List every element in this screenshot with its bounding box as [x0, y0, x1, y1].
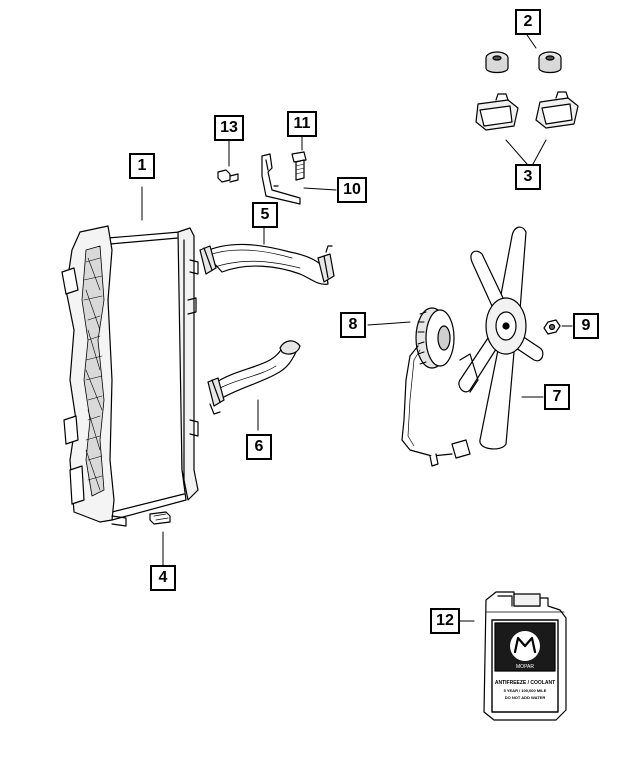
callout-10[interactable]: 10	[337, 177, 367, 203]
coolant-jug[interactable]	[483, 591, 567, 721]
jug-line-3: DO NOT ADD WATER	[505, 695, 546, 700]
callout-5[interactable]: 5	[252, 202, 278, 228]
callout-11[interactable]: 11	[287, 111, 317, 137]
callout-4[interactable]: 4	[150, 565, 176, 591]
radiator[interactable]	[61, 225, 199, 527]
isolator-right[interactable]	[538, 51, 562, 74]
jug-brand: MOPAR	[516, 664, 534, 670]
callout-3[interactable]: 3	[515, 164, 541, 190]
jug-line-2: 5 YEAR / 100,000 MILE	[504, 688, 547, 693]
leader-lines	[141, 34, 573, 622]
callout-2[interactable]: 2	[515, 9, 541, 35]
bolt-13[interactable]	[217, 169, 239, 183]
callout-1[interactable]: 1	[129, 153, 155, 179]
cooling-fan[interactable]	[458, 226, 544, 450]
lower-radiator-hose[interactable]	[207, 340, 301, 415]
callout-6[interactable]: 6	[246, 434, 272, 460]
mount-bracket-left[interactable]	[475, 93, 519, 131]
upper-radiator-hose[interactable]	[199, 243, 335, 285]
bracket-10[interactable]	[261, 153, 301, 205]
callout-13[interactable]: 13	[214, 115, 244, 141]
bolt-11[interactable]	[291, 151, 307, 181]
callout-12[interactable]: 12	[430, 608, 460, 634]
jug-label-text: MOPAR	[516, 664, 534, 670]
callout-8[interactable]: 8	[340, 312, 366, 338]
fan-clutch[interactable]	[401, 307, 471, 467]
isolator-left[interactable]	[485, 51, 509, 74]
drain-plug[interactable]	[149, 511, 171, 525]
callout-7[interactable]: 7	[544, 384, 570, 410]
jug-line-1: ANTIFREEZE / COOLANT	[495, 680, 555, 686]
mount-bracket-right[interactable]	[535, 91, 579, 129]
nut-9[interactable]	[543, 319, 561, 335]
callout-9[interactable]: 9	[573, 313, 599, 339]
